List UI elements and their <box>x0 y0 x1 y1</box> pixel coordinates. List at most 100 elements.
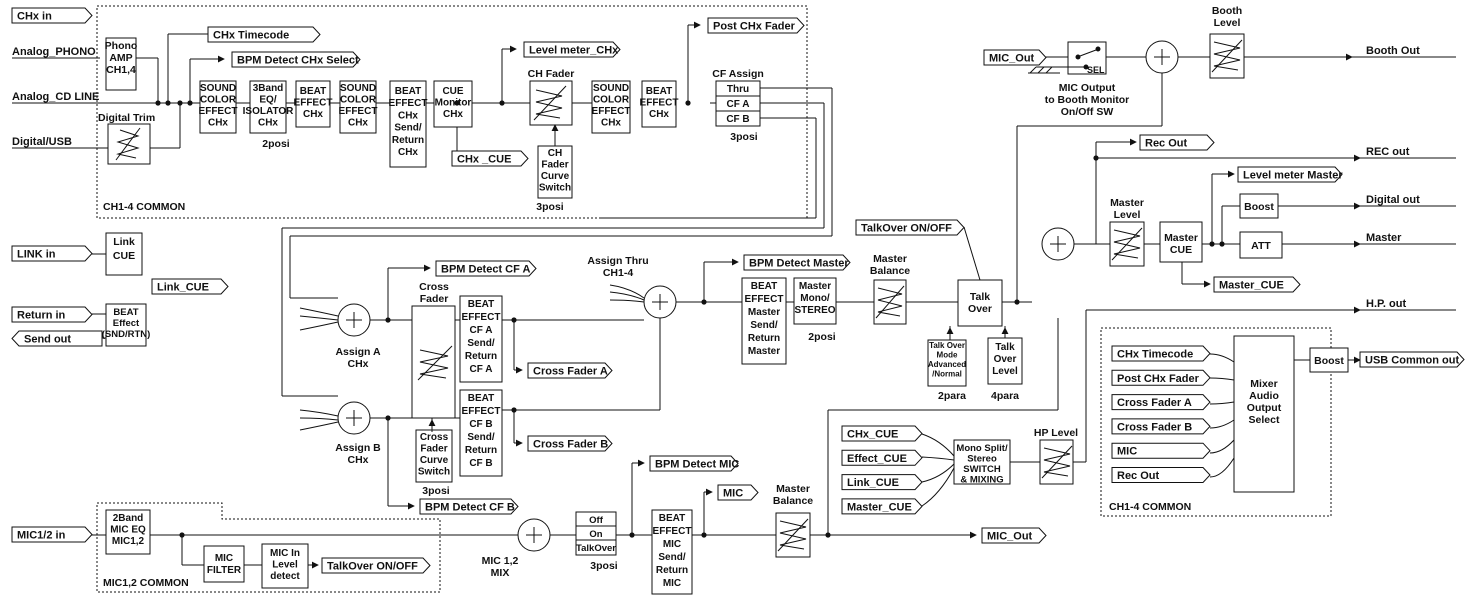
master-balance-1-text-line-0: Master <box>873 253 907 265</box>
eq-isolator-text-line-1: EQ/ <box>259 95 276 106</box>
mic-out-bottom-tag: MIC_Out <box>981 527 1047 544</box>
beat-cfb-block <box>459 389 503 477</box>
bpm-detect-mic-tag: BPM Detect MIC <box>649 455 739 472</box>
talkover-onoff-2-tag-label: TalkOver ON/OFF <box>327 561 418 573</box>
analog-phono-input: Analog_PHONO <box>12 46 96 58</box>
cue-input-tag-3: Master_CUE <box>841 498 923 515</box>
wires <box>62 21 1361 569</box>
beat-master-text-line-0: BEAT <box>751 281 777 292</box>
mic-tag: MIC <box>717 484 759 501</box>
chx-in-tag: CHx in <box>11 7 93 24</box>
cue-input-label-1: Effect_CUE <box>847 453 907 465</box>
beat-master-block <box>741 277 787 365</box>
posi3-cfassign-label: 3posi <box>730 131 758 143</box>
beat-mic-text-line-2: MIC <box>663 539 681 550</box>
rec-out-output-label: REC out <box>1366 146 1410 158</box>
usb-common-group <box>1100 327 1332 517</box>
beat-mic-text-line-3: Send/ <box>658 552 685 563</box>
mic12-mix-label-line-0: MIC 1,2 <box>482 555 519 567</box>
master-balance-1-text-line-1: Balance <box>870 265 910 277</box>
mic-filter-text-line-1: FILTER <box>207 565 242 576</box>
bpm-detect-mic-tag-label: BPM Detect MIC <box>655 459 739 471</box>
usb-boost-text: Boost <box>1314 355 1344 367</box>
usb-source-label-1: Post CHx Fader <box>1117 373 1200 385</box>
cue-monitor-text-line-0: CUE <box>442 86 463 97</box>
mic-in-level-text-line-1: Level <box>272 560 298 571</box>
mic-out-top-tag-label: MIC_Out <box>989 53 1035 65</box>
usb-source-tag-1: Post CHx Fader <box>1111 369 1211 386</box>
sound-color-2-block <box>339 80 377 134</box>
beat-mic-text-line-0: BEAT <box>659 513 685 524</box>
posi3-chfader-label: 3posi <box>536 201 564 213</box>
bpm-detect-cfa-tag-label: BPM Detect CF A <box>441 264 530 276</box>
cue-input-label-2: Link_CUE <box>847 477 899 489</box>
sound-color-2-text-line-1: COLOR <box>340 95 377 106</box>
mono-split-text-line-3: & MIXING <box>960 475 1003 486</box>
beat-send-return-text-line-0: BEAT <box>395 86 421 97</box>
beat-send-return-text-line-5: CHx <box>398 147 418 158</box>
chx-timecode-tag-label: CHx Timecode <box>213 30 289 42</box>
mic-eq-text-line-2: MIC1,2 <box>112 536 145 547</box>
beat-effect-1-text-line-1: EFFECT <box>294 98 333 109</box>
usb-source-tag-0: CHx Timecode <box>1111 345 1211 362</box>
beat-effect-3-text-line-1: EFFECT <box>640 98 679 109</box>
analog-cd-line-input: Analog_CD LINE <box>12 91 99 103</box>
booth-out-output: Booth Out <box>1366 45 1420 57</box>
eq-isolator-text-line-3: CHx <box>258 118 278 129</box>
chx-cue-tag-label: CHx _CUE <box>457 154 511 166</box>
mic-output-note-text-line-0: MIC Output <box>1059 82 1116 94</box>
link-cue-tag-label: Link_CUE <box>157 282 209 294</box>
sound-color-1-text-line-0: SOUND <box>200 83 236 94</box>
mixer-audio-output-text-line-0: Mixer <box>1250 378 1277 390</box>
sound-color-3-text-line-3: CHx <box>601 118 621 129</box>
link-cue-text-line-1: CUE <box>113 250 135 262</box>
cross-fader-a-tag: Cross Fader A <box>527 362 613 379</box>
sound-color-1-text-line-1: COLOR <box>200 95 237 106</box>
usb-source-label-4: MIC <box>1117 446 1137 458</box>
level-meter-chx-tag: Level meter_CHx <box>523 41 621 58</box>
master-cue-tag-label: Master_CUE <box>1219 280 1284 292</box>
cue-input-tag-1: Effect_CUE <box>841 449 923 466</box>
ch-fader-curve-text-line-0: CH <box>548 148 562 159</box>
beat-cfb-text-line-1: EFFECT <box>462 406 501 417</box>
cross-fader-curve-block <box>415 429 453 483</box>
hp-out-output-label: H.P. out <box>1366 298 1406 310</box>
cue-input-tag-2: Link_CUE <box>841 474 923 491</box>
cross-fader-text-line-0: Cross <box>419 281 449 293</box>
master-balance-2-text-line-0: Master <box>776 483 810 495</box>
summing-nodes <box>337 40 1179 552</box>
sound-color-3-text-line-2: EFFECT <box>592 106 631 117</box>
post-chx-fader-tag-label: Post CHx Fader <box>713 21 796 33</box>
return-in-tag-label: Return in <box>17 310 66 322</box>
beat-master-text-line-2: Master <box>748 307 780 318</box>
mic-in-level-text-line-0: MIC In <box>270 548 300 559</box>
cross-fader-a-tag-label: Cross Fader A <box>533 366 608 378</box>
chx-cue-tag: CHx _CUE <box>451 150 529 167</box>
ch14-common-2-label: CH1-4 COMMON <box>1109 501 1191 513</box>
mic-sel-text: SEL <box>1087 65 1105 75</box>
cue-monitor-text-line-2: CHx <box>443 109 463 120</box>
posi3-crossfader-label: 3posi <box>422 485 450 497</box>
beat-cfb-text-line-5: CF B <box>469 458 492 469</box>
chx-in-tag-label: CHx in <box>17 11 52 23</box>
sound-color-3-text-line-1: COLOR <box>593 95 630 106</box>
beat-effect-return-text-line-0: BEAT <box>113 307 138 318</box>
sound-color-2-text-line-3: CHx <box>348 118 368 129</box>
beat-master-text-line-4: Return <box>748 333 780 344</box>
eq-isolator-text-line-2: ISOLATOR <box>243 106 295 117</box>
boost-block <box>1239 193 1279 219</box>
usb-source-tag-5: Rec Out <box>1111 467 1211 483</box>
cue-monitor-block <box>433 80 473 128</box>
junction-dots <box>155 100 1225 538</box>
chx-timecode-tag: CHx Timecode <box>207 26 321 43</box>
master-level-text-line-0: Master <box>1110 197 1144 209</box>
talkover-onoff-tag: TalkOver ON/OFF <box>855 219 965 236</box>
beat-cfb-text-line-0: BEAT <box>468 393 494 404</box>
beat-cfa-text-line-4: Return <box>465 351 497 362</box>
mic12-common-label: MIC1,2 COMMON <box>103 577 189 589</box>
talk-over-text-line-1: Over <box>968 303 992 315</box>
mic-filter-block <box>203 545 245 583</box>
usb-source-tag-2: Cross Fader A <box>1111 394 1211 411</box>
ch-fader-curve-text-line-1: Fader <box>541 160 568 171</box>
att-text: ATT <box>1251 240 1271 252</box>
